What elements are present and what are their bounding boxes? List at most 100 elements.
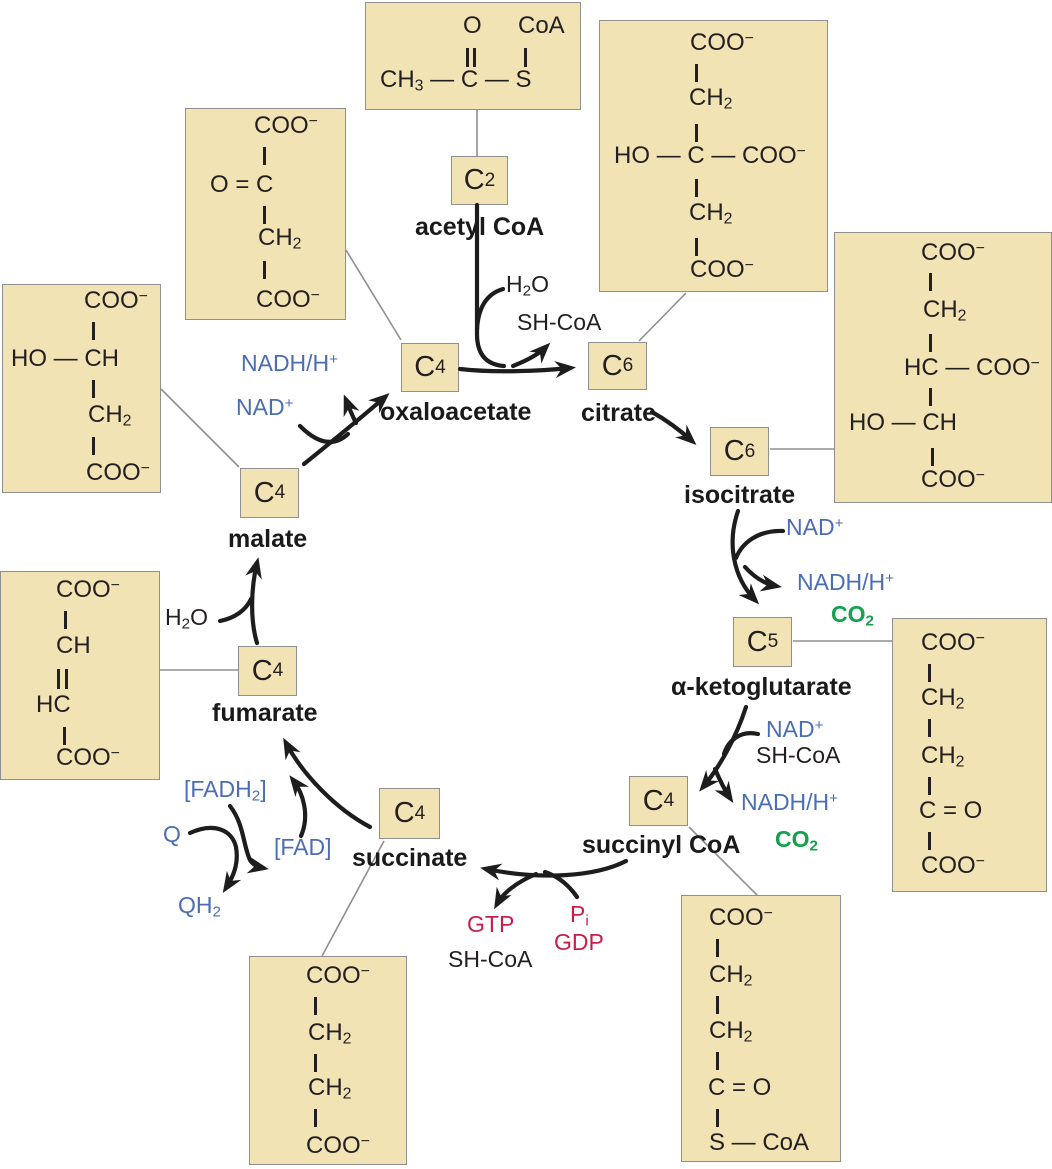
formula-line: COO− [921,629,985,657]
single-bond [928,719,931,737]
arrow-fadh2-to-fad [227,803,269,874]
formula-line: COO− [306,962,370,990]
formula-line: HO — CH [849,409,957,436]
acetyl-coa-structure-box: O CoA CH3 — C — S [365,2,581,110]
formula-line: COO− [56,744,120,772]
alpha-ketoglutarate-structure-box: COO− CH2 CH2 C = O COO− [892,618,1047,892]
malate-structure-box: COO− HO — CH CH2 COO− [2,284,161,493]
cofactor-fadh2: [FADH2] [184,776,267,805]
single-bond [263,206,266,224]
arrow-ketoglutarate-to-succinylcoa [699,704,749,792]
arrow-gtp-shcoa-exit [494,871,539,910]
single-bond [716,1109,719,1127]
cofactor-shcoa-succinate: SH-CoA [448,946,533,972]
arrow-citrate-to-isocitrate [649,409,697,446]
cofactor-nad-malate: NAD+ [236,394,294,420]
arrow-nadh-exit-ketoglutarate [712,766,734,803]
single-bond [92,437,95,455]
cofactor-gtp: GTP [467,911,515,937]
formula-line: O = C [210,171,274,198]
cofactor-q: Q [163,821,181,847]
cofactor-nadh-isocitrate: NADH/H+ [797,569,895,595]
single-bond [928,664,931,682]
cofactor-shcoa-citrate: SH-CoA [517,309,602,335]
formula-line: COO− [921,466,985,494]
double-bond [57,669,60,689]
arrow-h2o-entry-top [474,286,506,333]
single-bond [929,334,932,352]
formula-line: COO− [84,287,148,315]
single-bond [263,147,266,165]
formula-line: CoA [518,12,565,39]
formula-line: CH2 [921,684,965,713]
arrow-nadh-exit-isocitrate [742,564,782,592]
citrate-structure-box: COO− CH2 HO — C — COO− CH2 COO− [599,20,828,292]
arrow-malate-to-oxaloacetate [301,393,390,467]
single-bond [92,380,95,398]
arrow-h2o-entry-fumarate [217,596,254,624]
formula-line: CH2 [923,296,967,325]
single-bond [64,611,67,629]
cofactor-h2o-citrate: H2O [506,271,549,300]
cofactor-h2o-fumarate: H2O [165,604,208,633]
single-bond [695,64,698,82]
cofactor-co2-ketoglutarate: CO2 [775,826,818,855]
succinyl-coa-structure-box: COO− CH2 CH2 C = O S — CoA [681,895,841,1162]
cofactor-shcoa-ketoglutarate: SH-CoA [756,742,841,768]
single-bond [716,1052,719,1070]
arrow-nadh-exit-malate [343,394,360,426]
isocitrate-structure-box: COO− CH2 HC — COO− HO — CH COO− [834,232,1052,503]
arrow-oxaloacetate-to-citrate [457,361,576,378]
label-citrate: citrate [581,399,657,427]
arrow-fumarate-to-malate [245,557,262,646]
formula-line: COO− [921,239,985,267]
single-bond [931,448,934,466]
oxaloacetate-structure-box: COO− O = C CH2 COO− [185,108,346,320]
formula-line: COO− [256,286,320,314]
label-fumarate: fumarate [212,699,318,727]
arrow-nad-shcoa-entry-ketoglutarate [721,731,761,757]
formula-line: C = O [919,797,983,824]
single-bond [929,273,932,291]
label-succinate: succinate [352,844,468,872]
single-bond [263,261,266,279]
formula-line: C = O [708,1074,772,1101]
arrow-q-to-qh2 [187,826,242,894]
formula-line: CH2 [921,742,965,771]
single-bond [928,777,931,795]
cofactor-pi: Pi [570,901,589,930]
connector-succinylcoa-box [688,826,758,896]
single-bond [716,939,719,957]
cofactor-nad-ketoglutarate: NAD+ [766,716,824,742]
single-bond [314,997,317,1015]
formula-line: CH2 [308,1019,352,1048]
double-bond [466,48,469,67]
fumarate-structure-box: COO− CH HC COO− [0,571,160,780]
single-bond [695,179,698,197]
formula-line: COO− [254,112,318,140]
formula-line: CH [56,632,91,659]
formula-line: CH2 [689,84,733,113]
formula-line: COO− [56,576,120,604]
arrow-succinylcoa-to-succinate [480,858,629,881]
formula-line: COO− [709,904,773,932]
connector-succinate-box [321,840,385,957]
single-bond [524,48,527,67]
formula-line: CH2 [88,401,132,430]
arrow-acetylcoa-entry [474,202,507,369]
arrow-nad-entry-malate [297,423,351,445]
cofactor-fad: [FAD] [274,834,332,860]
cofactor-nadh-malate: NADH/H+ [241,350,339,376]
single-bond [929,388,932,406]
single-bond [716,996,719,1014]
